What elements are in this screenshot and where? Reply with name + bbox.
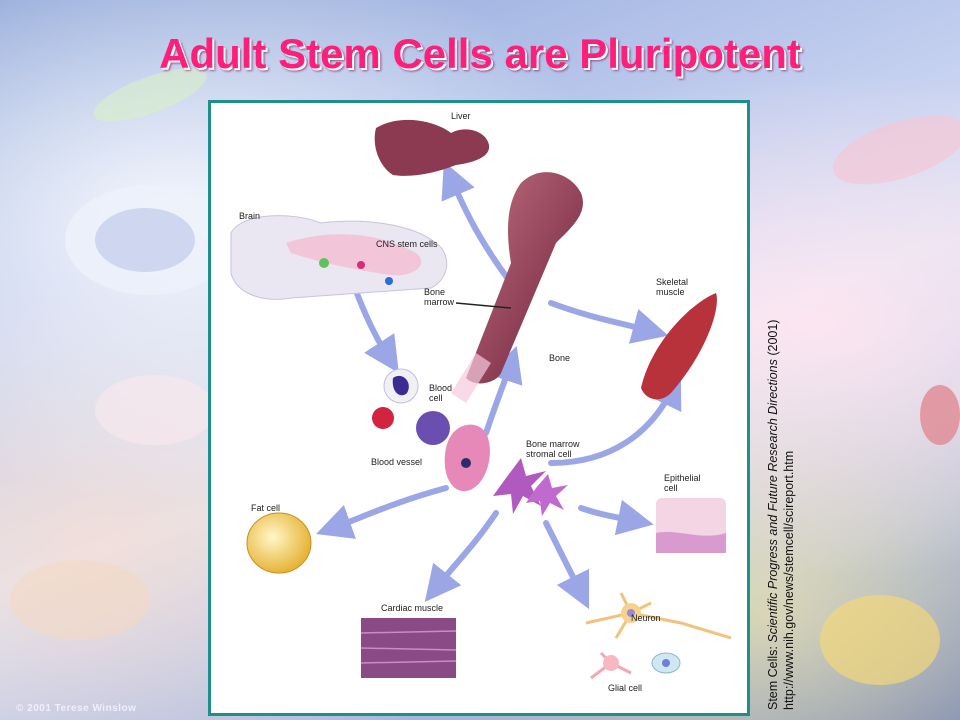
stem-cell-diagram: [230, 119, 732, 680]
citation: Stem Cells: Scientific Progress and Futu…: [765, 210, 797, 710]
arrow-to-skeletal-muscle: [548, 300, 669, 344]
label-stromal-cell: Bone marrow stromal cell: [526, 439, 580, 459]
cns-stem-cell-dot: [385, 277, 393, 285]
label-cns-stem-cells: CNS stem cells: [376, 239, 438, 249]
cns-stem-cell-dot: [319, 258, 329, 268]
label-epithelial-cell: Epithelial cell: [664, 473, 701, 493]
citation-year: (2001): [766, 319, 780, 360]
diagram-panel: Liver Brain CNS stem cells Bone marrow S…: [208, 100, 750, 716]
label-blood-cell: Blood cell: [429, 383, 453, 403]
bone-illustration: [466, 172, 583, 384]
arrow-stromal-to-muscle: [548, 371, 682, 466]
page-title: Adult Stem Cells are Pluripotent: [159, 30, 801, 77]
label-glial-cell: Glial cell: [608, 683, 643, 693]
bone-glow: [451, 353, 491, 403]
liver-illustration: [374, 119, 490, 176]
citation-url[interactable]: http://www.nih.gov/news/stemcell/scirepo…: [782, 450, 796, 710]
arrow-to-cardiac-muscle: [424, 510, 499, 603]
white-blood-cell-nucleus: [392, 375, 409, 396]
blood-cell-granulocyte: [416, 411, 450, 445]
label-neuron: Neuron: [631, 613, 661, 623]
citation-line: Stem Cells: Scientific Progress and Futu…: [765, 210, 781, 710]
epithelial-layer: [656, 531, 726, 553]
label-liver: Liver: [451, 111, 471, 121]
neuron-illustration: [585, 592, 732, 680]
skeletal-muscle-illustration: [641, 293, 717, 400]
bg-blood-cell: [920, 385, 960, 445]
stromal-cell-illustration: [526, 474, 568, 516]
label-brain: Brain: [239, 211, 261, 221]
label-cardiac-muscle: Cardiac muscle: [381, 603, 444, 613]
label-skeletal-muscle: Skeletal muscle: [656, 277, 689, 297]
arrow-to-fat-cell: [316, 485, 449, 539]
arrow-to-bone: [483, 345, 523, 436]
red-blood-cell: [372, 407, 394, 429]
brain-section-illustration: [286, 234, 422, 276]
arrow-to-liver: [441, 161, 514, 286]
arrow-to-epithelial-cell: [578, 499, 654, 536]
cardiac-muscle-striations: [360, 630, 457, 664]
blood-vessel-illustration: [444, 424, 490, 492]
blood-vessel-cell: [461, 458, 471, 468]
label-blood-vessel: Blood vessel: [371, 457, 423, 467]
label-fat-cell: Fat cell: [251, 503, 281, 513]
bg-neuron-shape: [820, 595, 940, 685]
bg-cell-shape: [10, 560, 150, 640]
cns-stem-cell-dot: [357, 261, 365, 269]
label-bone: Bone: [549, 353, 571, 363]
label-bone-marrow: Bone marrow: [424, 287, 455, 307]
citation-title: Scientific Progress and Future Research …: [766, 359, 780, 643]
bg-cell-shape: [95, 375, 215, 445]
copyright-notice: © 2001 Terese Winslow: [16, 703, 137, 714]
bg-muscle-shape: [832, 115, 960, 185]
bg-cell-nucleus: [95, 208, 195, 272]
bg-cell-shape: [93, 68, 207, 122]
fat-cell-illustration: [246, 512, 312, 574]
bone-marrow-pointer: [455, 302, 512, 309]
arrow-to-neuron: [543, 520, 590, 610]
citation-prefix: Stem Cells:: [766, 642, 780, 710]
